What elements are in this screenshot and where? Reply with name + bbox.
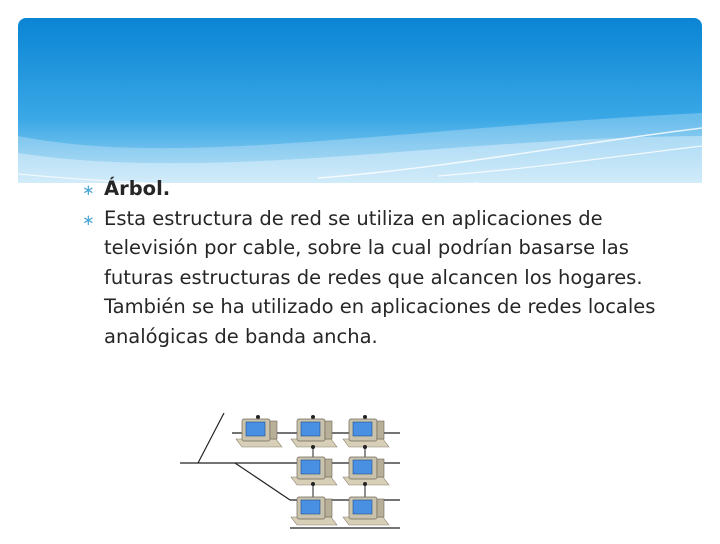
computer-icon [342,482,390,526]
asterisk-bullet-icon: ∗ [82,181,95,199]
asterisk-bullet-icon: ∗ [82,210,95,229]
computer-icon [235,415,283,448]
computer-icon [342,415,390,448]
bullet-list: ∗ Árbol. ∗ Esta estructura de red se uti… [82,174,688,352]
header-wave-graphic [18,18,702,201]
computer-icon [290,445,338,486]
header-band [18,18,702,201]
bullet-item: ∗ Esta estructura de red se utiliza en a… [82,204,688,352]
bullet-item: ∗ Árbol. [82,174,688,204]
bullet-text: Esta estructura de red se utiliza en apl… [104,206,656,348]
tree-network-diagram [180,405,410,540]
computer-icon [290,415,338,448]
computer-icon [342,445,390,486]
computer-nodes [235,415,390,526]
bullet-text: Árbol. [104,177,171,200]
branch-line [234,462,291,501]
branch-line [197,412,225,464]
tree-topology-graphic [180,412,400,529]
computer-icon [290,482,338,526]
